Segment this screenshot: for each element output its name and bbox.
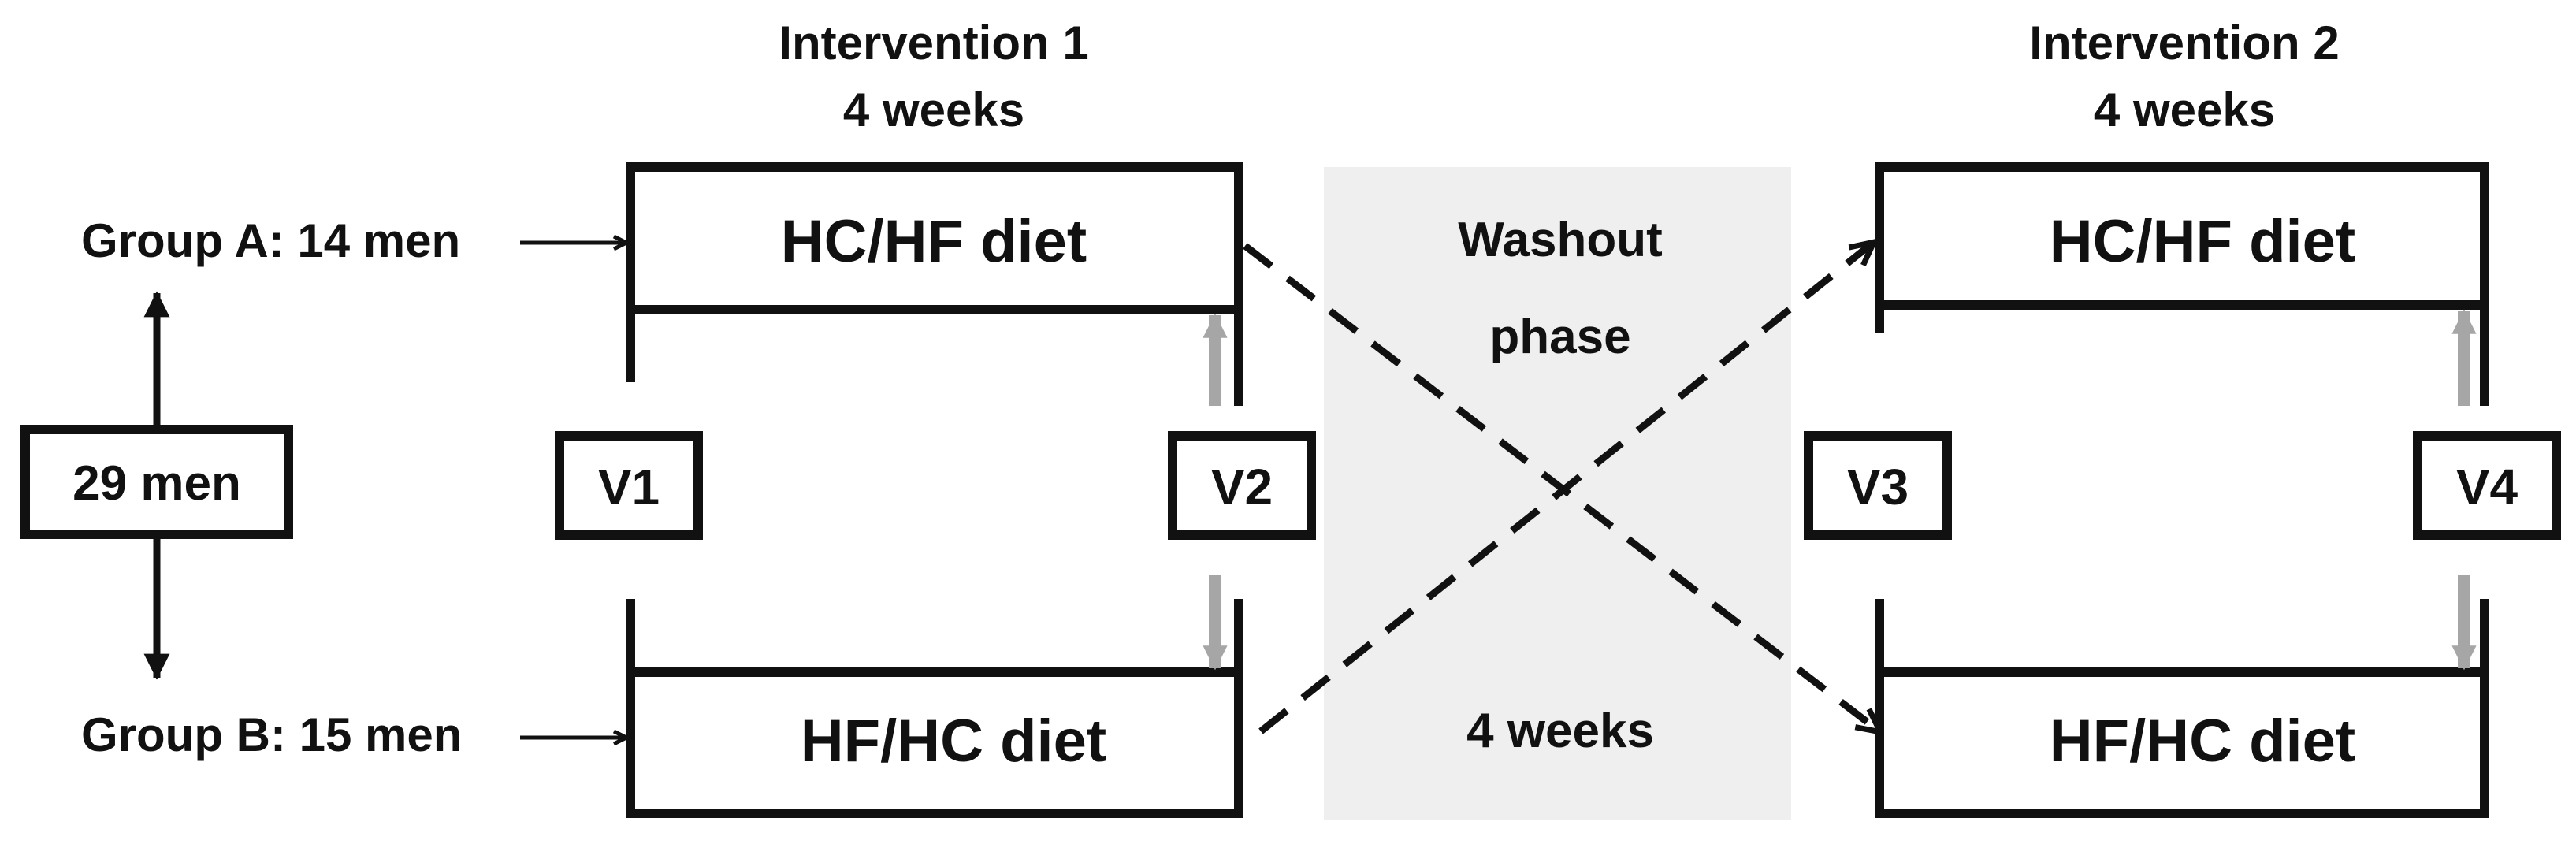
intervention-2-title: Intervention 2 (2029, 17, 2339, 69)
intervention-1-title: Intervention 1 (779, 17, 1088, 69)
diet-label-a2: HC/HF diet (2050, 208, 2355, 275)
visit-label-v1: V1 (598, 459, 660, 515)
visit-label-v3: V3 (1847, 459, 1909, 515)
washout-label-line1: Washout (1458, 213, 1662, 267)
intervention-2-bottom-bracket (1875, 599, 2489, 818)
crossover-arrow-b (1258, 243, 1873, 734)
intervention-1-bottom-bracket (626, 599, 1243, 818)
intervention-1-duration: 4 weeks (843, 84, 1024, 136)
visit-box-v2 (1168, 431, 1316, 540)
diet-label-b2: HF/HC diet (2050, 708, 2355, 775)
intervention-2-duration: 4 weeks (2094, 84, 2275, 136)
visit-box-v4 (2413, 431, 2561, 540)
visit-label-v2: V2 (1211, 459, 1273, 515)
intervention-2-top-bracket (1875, 162, 2489, 406)
visit-box-v1 (555, 431, 703, 540)
diet-label-b1: HF/HC diet (801, 708, 1106, 775)
washout-duration: 4 weeks (1466, 704, 1654, 758)
group-a-label: Group A: 14 men (81, 214, 460, 267)
visit-label-v4: V4 (2456, 459, 2518, 515)
total-box (20, 425, 293, 539)
visit-box-v3 (1804, 431, 1952, 540)
diet-label-a1: HC/HF diet (781, 208, 1087, 275)
total-label: 29 men (72, 456, 241, 511)
group-b-label: Group B: 15 men (81, 708, 462, 761)
washout-label-line2: phase (1489, 310, 1630, 364)
intervention-1-top-bracket (626, 162, 1243, 406)
